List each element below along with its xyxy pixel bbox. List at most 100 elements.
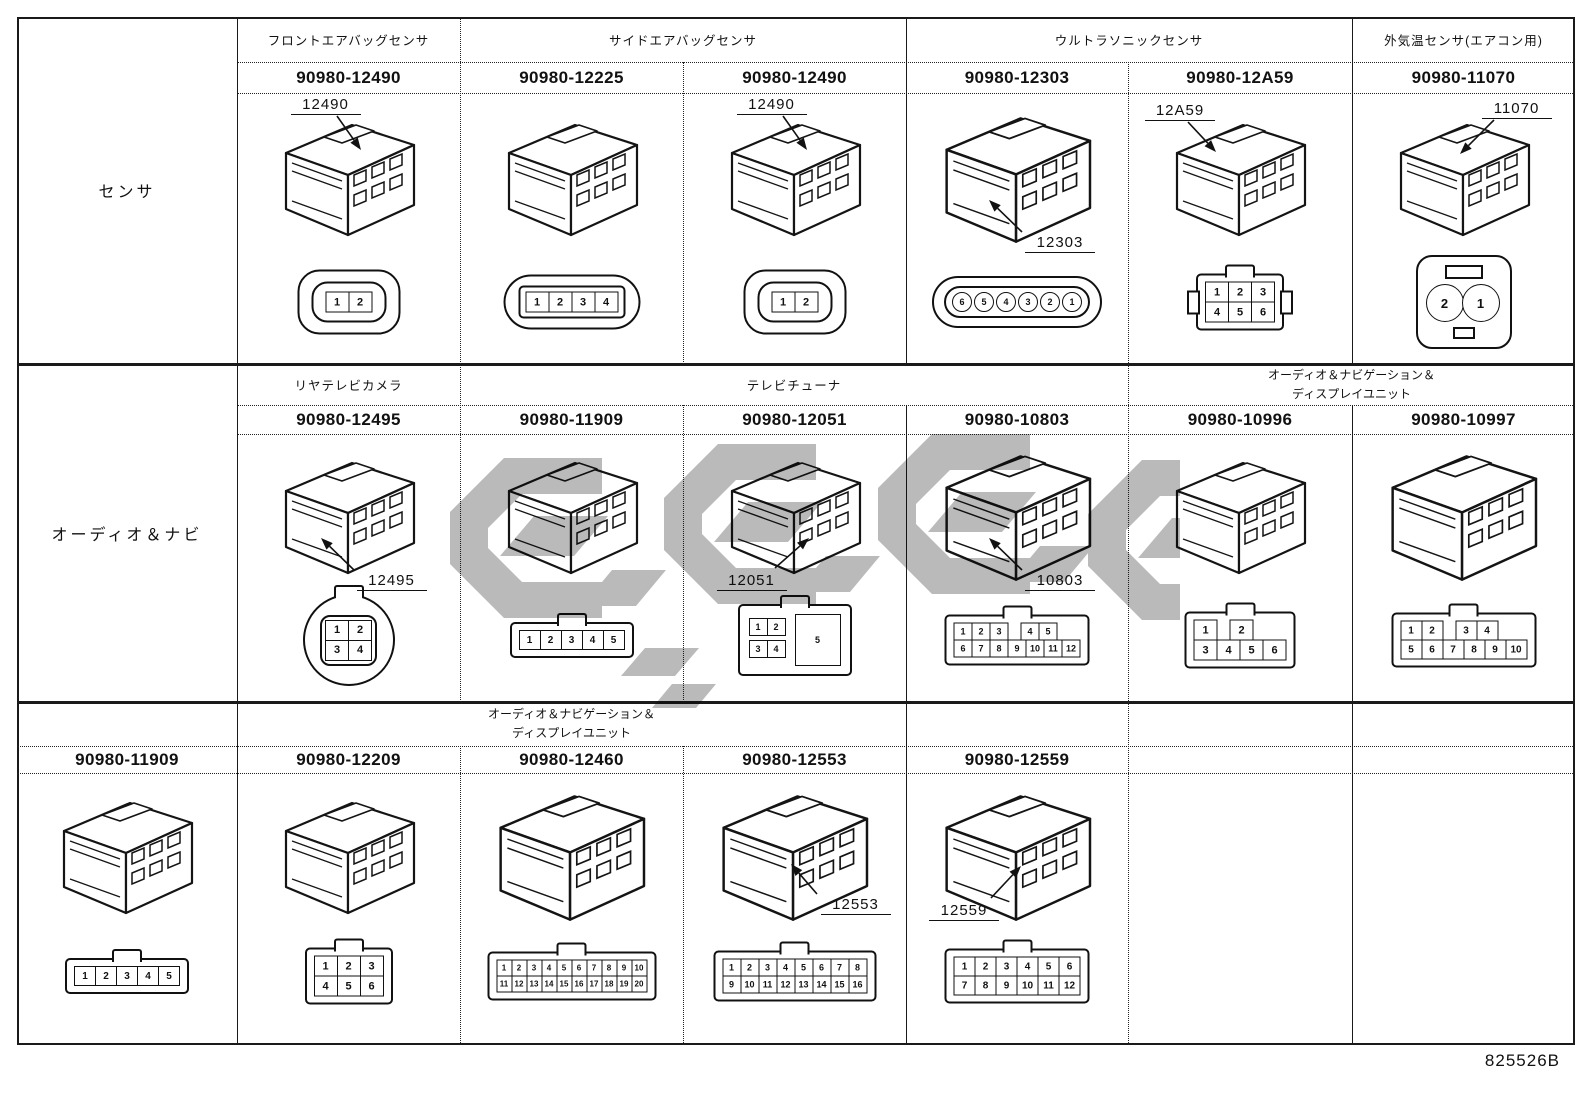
part-number: 90980-11909	[75, 749, 179, 769]
connector-3d-drawing	[730, 123, 861, 237]
pin-number: 5	[794, 614, 841, 666]
latch-detail	[112, 949, 142, 962]
pin-number: 10	[1016, 975, 1039, 996]
connector-3d-drawing	[722, 795, 869, 922]
pin-number: 7	[1442, 639, 1464, 660]
pin-number: 4	[1020, 622, 1040, 641]
pin-number: 4	[996, 292, 1016, 312]
pin-number: 3	[560, 630, 583, 650]
pin-number: 5	[158, 966, 180, 986]
pin-number: 4	[766, 639, 786, 658]
grid-line	[460, 746, 461, 1045]
pin-number: 2	[1228, 281, 1252, 303]
callout-arrow	[320, 538, 355, 571]
latch-detail	[1448, 603, 1479, 617]
pin-number: 6	[1058, 956, 1081, 977]
connector-3d-view	[1155, 451, 1325, 586]
latch-detail	[779, 941, 810, 955]
pin-number: 11	[1043, 639, 1063, 658]
grid-line	[17, 746, 1575, 747]
pin-number: 6	[952, 292, 972, 312]
connector-3d-view	[487, 451, 657, 586]
latch-detail	[1002, 939, 1032, 953]
connector-3d-drawing	[507, 123, 638, 237]
pin-number: 2	[548, 291, 572, 313]
group-header-line2: ディスプレイユニット	[512, 726, 631, 740]
pin-number: 5	[336, 975, 361, 997]
pin-number: 7	[830, 958, 849, 977]
pin-number: 7	[586, 959, 602, 977]
pin-number: 18	[601, 975, 617, 993]
pin-number: 3	[1251, 281, 1275, 303]
pin-number: 2	[511, 959, 527, 977]
pin-number: 10	[740, 975, 759, 994]
pin-number: 14	[812, 975, 831, 994]
pin-number: 5	[794, 958, 813, 977]
part-number: 90980-12460	[519, 749, 624, 769]
grid-line	[1352, 17, 1353, 364]
latch-detail	[779, 595, 810, 608]
pin-number: 5	[1038, 622, 1058, 641]
part-number: 90980-12495	[296, 409, 401, 429]
bottom-slot	[1452, 327, 1475, 339]
grid-line	[460, 17, 461, 702]
row-label-audio-navi: オーディオ＆ナビ	[51, 526, 203, 544]
pin-number: 1	[74, 966, 96, 986]
pin-number: 1	[1205, 281, 1229, 303]
pin-number: 1	[1062, 292, 1082, 312]
pin-number: 3	[758, 958, 777, 977]
part-number: 90980-12225	[519, 67, 624, 87]
connector-3d-view	[699, 783, 889, 934]
pin-number: 1	[313, 955, 338, 977]
part-number: 90980-12209	[296, 749, 401, 769]
callout-arrow	[335, 115, 361, 150]
pin-number: 7	[953, 975, 976, 996]
latch-detail	[1225, 264, 1255, 278]
pin-number: 5	[974, 292, 994, 312]
pin-number: 1	[325, 291, 349, 313]
pin-number: 12	[1058, 975, 1081, 996]
callout-arrow	[990, 866, 1021, 899]
pin-number: 8	[1463, 639, 1485, 660]
latch-detail	[333, 938, 364, 952]
callout-label: 12303	[1025, 234, 1095, 253]
group-header-line1: オーディオ＆ナビゲーション＆	[1268, 367, 1435, 382]
pin-number: 10	[631, 959, 647, 977]
pin-number: 11	[758, 975, 777, 994]
pin-number: 8	[848, 958, 867, 977]
grid-line	[237, 17, 238, 1045]
callout-label: 10803	[1025, 572, 1095, 591]
group-header-line1: オーディオ＆ナビゲーション＆	[488, 707, 655, 722]
pin-number: 1	[325, 619, 349, 641]
